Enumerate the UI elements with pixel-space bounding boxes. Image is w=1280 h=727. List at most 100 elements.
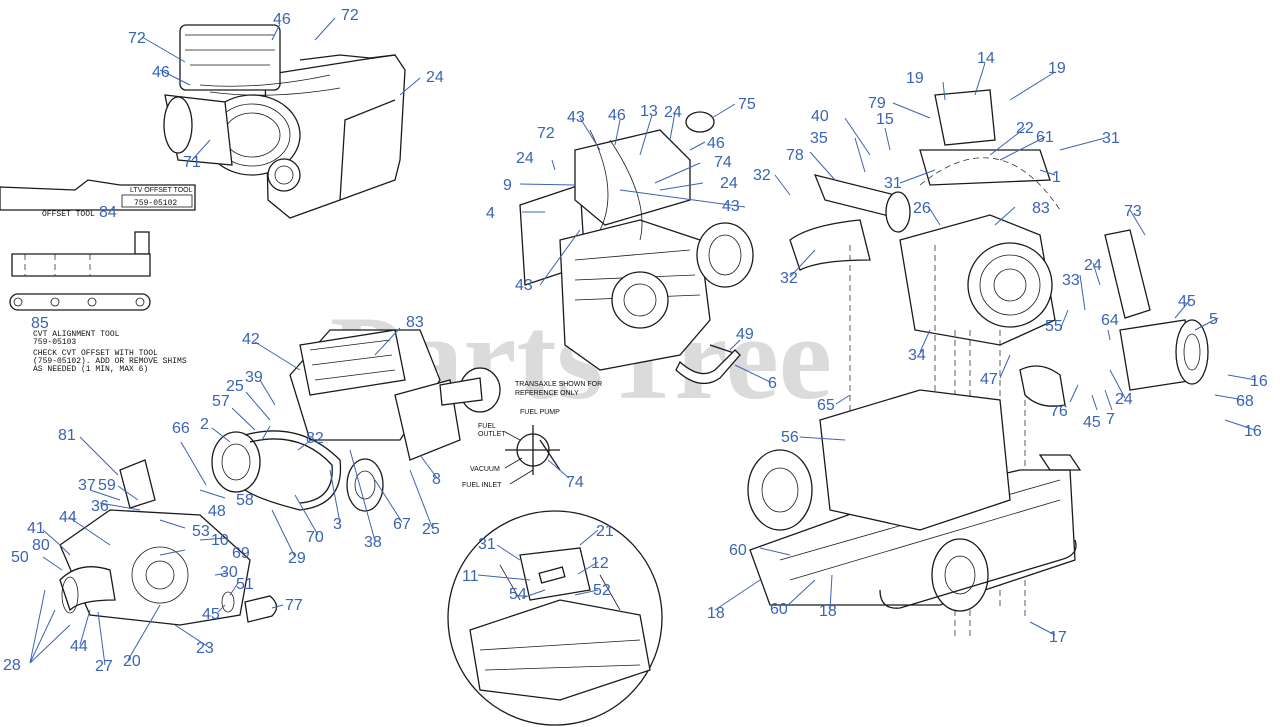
- callout-36: 36: [91, 498, 109, 515]
- cvt-tool-name: CVT ALIGNMENT TOOL: [33, 330, 120, 339]
- callout-85: 85: [31, 315, 49, 332]
- callout-81: 81: [58, 427, 76, 444]
- callout-45: 45: [1083, 414, 1101, 431]
- cvt-alignment-tool: CVT ALIGNMENT TOOL 759-05103 CHECK CVT O…: [9, 231, 187, 374]
- callout-23: 23: [196, 640, 214, 657]
- callout-8: 8: [432, 471, 441, 488]
- callout-43: 43: [722, 198, 740, 215]
- callout-37: 37: [78, 477, 96, 494]
- callout-7: 7: [1106, 411, 1115, 428]
- offset-tool: LTV OFFSET TOOL 759-05102 OFFSET TOOL: [0, 179, 196, 219]
- offset-tool-pn: 759-05102: [134, 199, 177, 208]
- transaxle-note-2: REFERENCE ONLY: [515, 390, 579, 397]
- callout-54: 54: [509, 586, 527, 603]
- callout-27: 27: [95, 658, 113, 675]
- callout-19: 19: [1048, 60, 1066, 77]
- callout-51: 51: [236, 576, 254, 593]
- callout-41: 41: [27, 520, 45, 537]
- callout-59: 59: [98, 477, 116, 494]
- callout-31: 31: [884, 175, 902, 192]
- callout-10: 10: [211, 532, 229, 549]
- callout-80: 80: [32, 537, 50, 554]
- offset-tool-stamp: LTV OFFSET TOOL: [130, 187, 193, 194]
- callout-32: 32: [753, 167, 771, 184]
- callout-12: 12: [591, 555, 609, 572]
- callout-43: 43: [567, 109, 585, 126]
- callout-24: 24: [1115, 391, 1133, 408]
- callout-55: 55: [1045, 318, 1063, 335]
- callout-46: 46: [608, 107, 626, 124]
- check-note-1: CHECK CVT OFFSET WITH TOOL: [33, 349, 158, 358]
- callout-78: 78: [786, 147, 804, 164]
- fuel-outlet-label-2: OUTLET: [478, 431, 506, 438]
- callout-61: 61: [1036, 129, 1054, 146]
- callout-31: 31: [1102, 130, 1120, 147]
- callout-31: 31: [478, 536, 496, 553]
- callout-24: 24: [516, 150, 534, 167]
- callout-18: 18: [707, 605, 725, 622]
- callout-72: 72: [537, 125, 555, 142]
- cvt-cover-assembly: [59, 459, 278, 626]
- callout-24: 24: [664, 104, 682, 121]
- callout-34: 34: [908, 347, 926, 364]
- callout-45: 45: [202, 606, 220, 623]
- fuel-outlet-label-1: FUEL: [478, 423, 496, 430]
- callout-66: 66: [172, 420, 190, 437]
- callout-46: 46: [273, 11, 291, 28]
- callout-44: 44: [70, 638, 88, 655]
- callout-26: 26: [913, 200, 931, 217]
- callout-83: 83: [406, 314, 424, 331]
- detail-circle: [447, 510, 663, 726]
- callout-65: 65: [817, 397, 835, 414]
- callout-60: 60: [770, 601, 788, 618]
- callout-67: 67: [393, 516, 411, 533]
- callout-73: 73: [1124, 203, 1142, 220]
- callout-18: 18: [819, 603, 837, 620]
- leader-lines: [29, 17, 1257, 666]
- callout-14: 14: [977, 50, 995, 67]
- callout-25: 25: [422, 521, 440, 538]
- callout-13: 13: [640, 103, 658, 120]
- callout-9: 9: [503, 177, 512, 194]
- callout-15: 15: [876, 111, 894, 128]
- callout-49: 49: [736, 326, 754, 343]
- callout-42: 42: [242, 331, 260, 348]
- fuel-pump-label: FUEL PUMP: [520, 409, 560, 416]
- callout-74: 74: [714, 154, 732, 171]
- callout-74: 74: [566, 474, 584, 491]
- fuel-inlet-label: FUEL INLET: [462, 482, 502, 489]
- callout-44: 44: [59, 509, 77, 526]
- callout-39: 39: [245, 369, 263, 386]
- callout-77: 77: [285, 597, 303, 614]
- callout-21: 21: [596, 523, 614, 540]
- cvt-tool-pn: 759-05103: [33, 338, 76, 347]
- right-engine-assembly: [789, 89, 1209, 640]
- callout-3: 3: [333, 516, 342, 533]
- callout-40: 40: [811, 108, 829, 125]
- callout-57: 57: [212, 393, 230, 410]
- frame-chassis: [747, 389, 1082, 612]
- transaxle-note-1: TRANSAXLE SHOWN FOR: [515, 381, 602, 388]
- callout-79: 79: [868, 95, 886, 112]
- callout-24: 24: [720, 175, 738, 192]
- callout-33: 33: [1062, 272, 1080, 289]
- callout-16: 16: [1250, 373, 1268, 390]
- callout-75: 75: [738, 96, 756, 113]
- center-engine-assembly: [519, 111, 754, 385]
- callout-70: 70: [306, 529, 324, 546]
- callout-11: 11: [462, 568, 479, 585]
- callout-20: 20: [123, 653, 141, 670]
- callout-19: 19: [906, 70, 924, 87]
- callout-25: 25: [226, 378, 244, 395]
- callout-45: 45: [1178, 293, 1196, 310]
- callout-82: 82: [306, 430, 324, 447]
- callout-28: 28: [3, 657, 21, 674]
- callout-47: 47: [980, 371, 998, 388]
- callout-83: 83: [1032, 200, 1050, 217]
- fuel-pump-schematic: FUEL PUMP FUEL OUTLET VACUUM FUEL INLET: [462, 409, 561, 489]
- callout-52: 52: [593, 582, 611, 599]
- callout-69: 69: [232, 545, 250, 562]
- callout-32: 32: [780, 270, 798, 287]
- callout-71: 71: [183, 154, 201, 171]
- callout-24: 24: [1084, 257, 1102, 274]
